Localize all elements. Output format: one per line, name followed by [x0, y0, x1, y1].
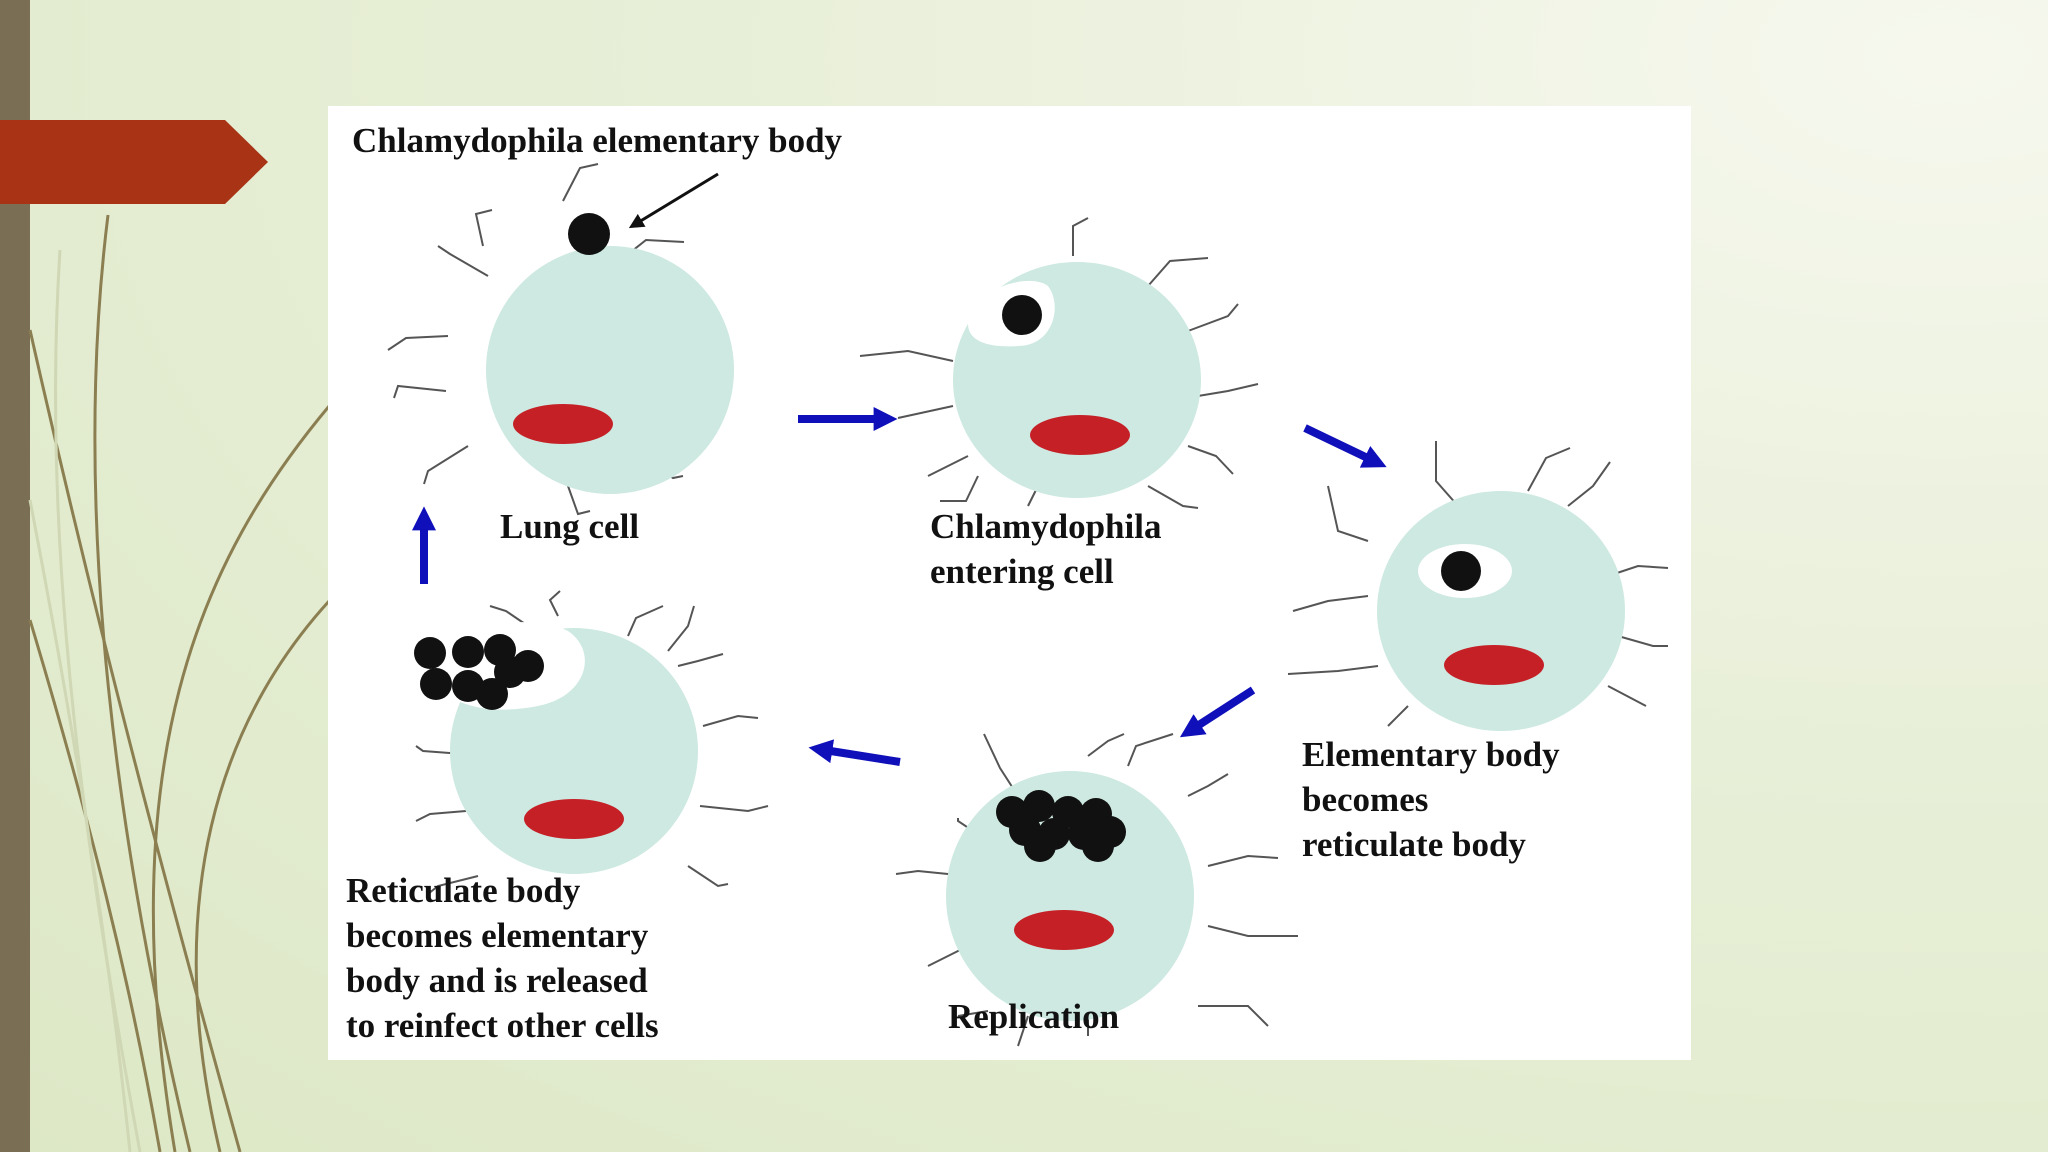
elementary-body-label: Chlamydophila elementary body: [352, 121, 843, 160]
accent-tab: [0, 120, 268, 204]
entering-cell-label: Chlamydophila entering cell: [930, 504, 1161, 594]
elementary-body-cluster-icon: [996, 790, 1126, 862]
elementary-body-icon: [1002, 295, 1042, 335]
label-line: Replication: [948, 997, 1120, 1036]
elementary-body-icon: [568, 213, 610, 255]
decorative-curves: [28, 214, 332, 1152]
replication-label: Replication: [948, 994, 1119, 1039]
elementary-body-cluster-icon: [414, 634, 544, 710]
releasing-cell: [414, 590, 769, 895]
arrow-left-icon: [808, 739, 901, 766]
label-line: becomes: [1302, 780, 1429, 819]
release-label: Reticulate body becomes elementary body …: [346, 868, 659, 1048]
arrow-down-right-icon: [1303, 424, 1387, 468]
label-line: Reticulate body: [346, 871, 581, 910]
arrow-down-left-icon: [1179, 686, 1256, 738]
entering-cell: [859, 217, 1259, 509]
label-line: to reinfect other cells: [346, 1006, 659, 1045]
lung-cell-label: Lung cell: [500, 504, 639, 549]
label-line: Lung cell: [500, 507, 640, 546]
lung-cell: [387, 163, 734, 516]
elementary-body-icon: [1441, 551, 1481, 591]
chlamydophila-lifecycle-diagram: Chlamydophila elementary body Lung cell …: [328, 106, 1691, 1060]
label-line: body and is released: [346, 961, 648, 1000]
diagram-illustration: [387, 163, 1669, 1047]
label-line: Chlamydophila: [930, 507, 1162, 546]
label-line: becomes elementary: [346, 916, 649, 955]
replication-cell: [895, 733, 1298, 1047]
label-line: entering cell: [930, 552, 1114, 591]
label-line: Elementary body: [1302, 735, 1560, 774]
transforming-cell-label: Elementary body becomes reticulate body: [1302, 732, 1560, 867]
transforming-cell: [1287, 441, 1669, 731]
label-line: reticulate body: [1302, 825, 1526, 864]
